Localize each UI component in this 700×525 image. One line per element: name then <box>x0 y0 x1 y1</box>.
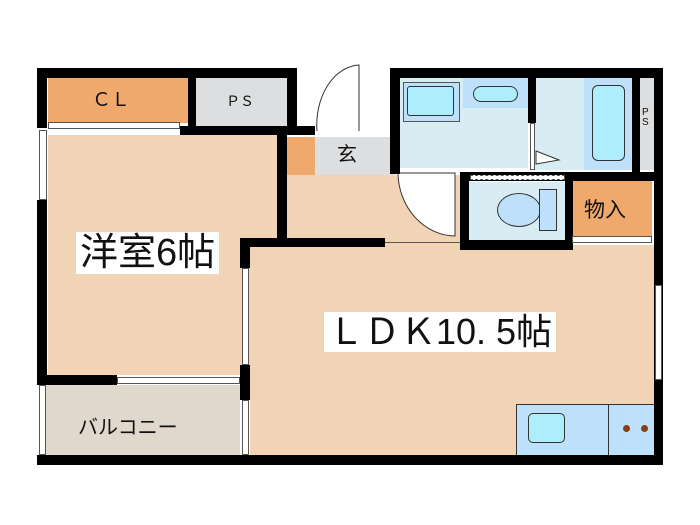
wall <box>287 68 297 130</box>
storage-label: 物入 <box>584 199 626 222</box>
western-room-label: 洋室6帖 <box>76 232 220 274</box>
ldk-label: ＬＤＫ10. 5帖 <box>324 312 557 352</box>
wall <box>37 68 47 128</box>
kitchen-counter <box>516 404 654 457</box>
pipe-space-2-area <box>640 78 654 170</box>
entrance-label: 玄 <box>337 144 357 166</box>
window <box>39 130 47 200</box>
closet-label: ＣＬ <box>92 90 131 111</box>
stove-burner <box>641 425 648 432</box>
window <box>117 377 240 384</box>
closet-door <box>48 122 180 129</box>
bathtub <box>584 78 632 170</box>
stove-burner <box>623 425 630 432</box>
wall <box>37 68 297 78</box>
pipe-space-2-label: P S <box>642 107 649 128</box>
wall <box>240 365 250 400</box>
wall <box>460 172 469 250</box>
balcony-floor <box>45 385 240 455</box>
wall <box>188 68 196 126</box>
window <box>39 385 46 455</box>
wall <box>37 455 663 465</box>
entrance-door-swing <box>316 64 360 132</box>
wall <box>460 240 573 250</box>
sink <box>528 413 565 443</box>
pipe-space-1-label: ＰＳ <box>226 93 254 109</box>
shoe-box <box>287 137 315 175</box>
storage-door <box>572 236 652 243</box>
washer-pan <box>463 78 528 108</box>
washbasin-counter <box>403 82 460 122</box>
wall <box>37 200 47 385</box>
bath-door <box>530 123 535 170</box>
wall <box>390 68 662 78</box>
wall <box>390 68 400 174</box>
ldk-door-line <box>385 242 460 243</box>
wall <box>37 375 117 385</box>
wall <box>565 172 573 250</box>
toilet-door <box>470 175 565 180</box>
wall <box>180 126 315 135</box>
window <box>242 268 249 365</box>
window <box>242 400 249 455</box>
closet-area <box>48 78 188 123</box>
pipe-space-1-area <box>195 78 287 126</box>
wall <box>277 126 287 246</box>
wall <box>632 68 640 180</box>
storage-area <box>572 180 652 236</box>
window <box>655 285 662 380</box>
entrance-area <box>315 137 395 175</box>
bath-door-swing <box>535 150 561 165</box>
wall <box>240 238 385 247</box>
washroom-door-swing <box>397 172 456 237</box>
wall <box>654 68 663 458</box>
balcony-label: バルコニー <box>78 417 178 439</box>
wall <box>240 238 250 268</box>
wall <box>528 68 536 123</box>
